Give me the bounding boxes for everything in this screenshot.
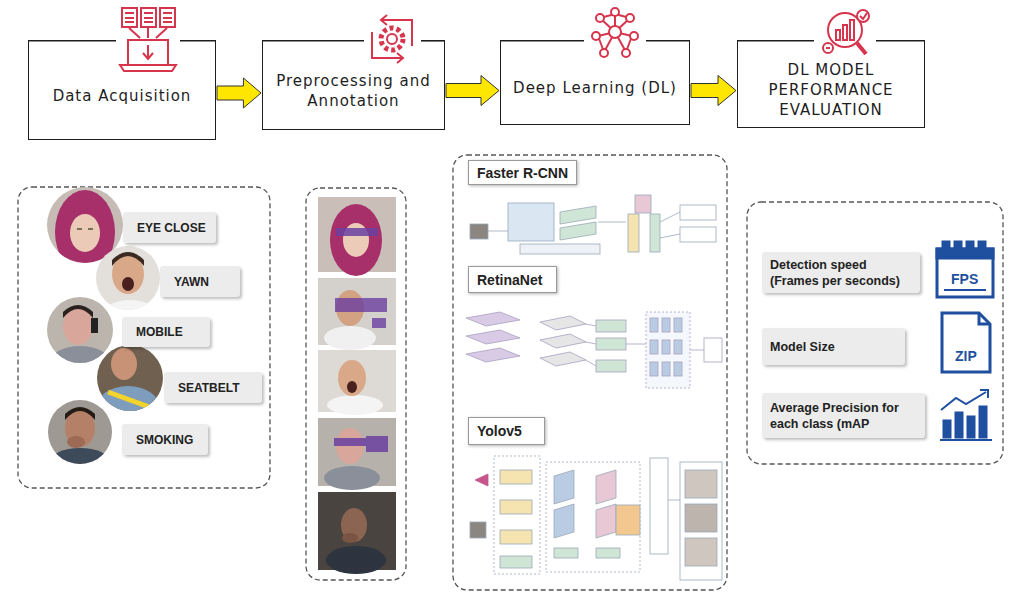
model-label: Faster R-CNN (468, 160, 577, 185)
node-text: RetinaNet (477, 272, 542, 288)
node-text: DL MODEL PERFORMANCE EVALUATION (746, 60, 916, 120)
node-text: Detection speed (Frames per seconds) (770, 257, 912, 289)
class-label: SMOKING (122, 424, 208, 455)
preprocess-icon (372, 15, 412, 63)
node-text: MOBILE (136, 325, 183, 339)
text-group: Yolov5 (477, 423, 522, 439)
flow-arrow (691, 76, 736, 106)
text-group: EYE CLOSE (137, 221, 206, 235)
text-group: Preprocessing and Annotation (271, 71, 436, 111)
text-group: SMOKING (136, 433, 193, 447)
network-icon (592, 8, 638, 57)
node-text: Yolov5 (477, 423, 522, 439)
text-group: Detection speed (Frames per seconds) (770, 257, 912, 289)
text-group: SEATBELT (178, 381, 240, 395)
node-text: Deep Learning (DL) (513, 78, 677, 98)
node-text: Faster R-CNN (477, 165, 568, 181)
text-group: Data Acquisition (53, 86, 192, 106)
process-box: Data Acquisition (28, 40, 216, 140)
model-label: RetinaNet (468, 266, 557, 293)
flow-arrow (446, 76, 499, 106)
text-group: Faster R-CNN (477, 165, 568, 181)
node-text: YAWN (174, 275, 209, 289)
class-label: EYE CLOSE (123, 212, 216, 243)
text-group: MOBILE (136, 325, 183, 339)
text-group: DL MODEL PERFORMANCE EVALUATION (746, 60, 916, 120)
process-box: Deep Learning (DL) (500, 40, 690, 125)
process-box: DL MODEL PERFORMANCE EVALUATION (737, 40, 925, 128)
node-text: EYE CLOSE (137, 221, 206, 235)
panel-outline (18, 155, 1003, 590)
node-text: Model Size (770, 339, 835, 355)
text-group: RetinaNet (477, 272, 542, 288)
chart-icon (940, 390, 992, 440)
text-group: Average Precision for each class (mAP (770, 400, 917, 432)
flow-arrow (217, 78, 261, 108)
node-text: Average Precision for each class (mAP (770, 400, 917, 432)
node-text: Preprocessing and Annotation (271, 71, 436, 111)
evaluation-icon (823, 10, 869, 54)
fps-icon (937, 242, 993, 297)
zip-icon (942, 313, 990, 372)
model-label: Yolov5 (468, 417, 545, 445)
text-group: Model Size (770, 339, 835, 355)
architecture-sketch (470, 195, 716, 254)
metric-label: Model Size (762, 328, 905, 365)
architecture-sketch (470, 456, 722, 580)
metric-label: Detection speed (Frames per seconds) (762, 252, 920, 293)
metric-label: Average Precision for each class (mAP (762, 393, 925, 438)
class-label: SEATBELT (164, 372, 262, 403)
annotated-photo (318, 197, 396, 574)
node-text: SMOKING (136, 433, 193, 447)
class-label: MOBILE (122, 317, 210, 347)
icon-text: FPS (951, 271, 978, 287)
class-label: YAWN (160, 266, 240, 297)
text-group: Deep Learning (DL) (513, 78, 677, 98)
process-box: Preprocessing and Annotation (262, 40, 445, 130)
icon-text: ZIP (955, 348, 977, 364)
node-text: Data Acquisition (53, 86, 192, 106)
text-group: YAWN (174, 275, 209, 289)
face-photo (44, 396, 120, 476)
architecture-sketch (466, 312, 722, 388)
node-text: SEATBELT (178, 381, 240, 395)
